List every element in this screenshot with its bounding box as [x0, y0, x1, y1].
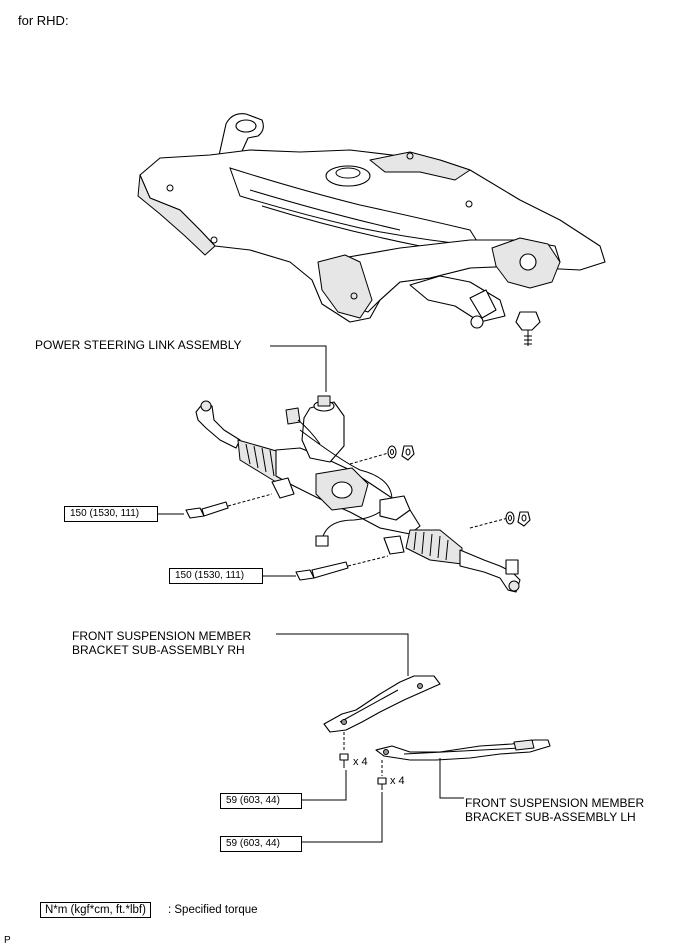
steering-link-label: POWER STEERING LINK ASSEMBLY — [35, 338, 242, 352]
bracket-rh-illustration — [323, 675, 441, 768]
front-suspension-crossmember-illustration — [137, 113, 606, 346]
rh-bracket-torque-box: 59 (603, 44) — [220, 793, 302, 809]
lh-bracket-quantity: x 4 — [390, 775, 405, 787]
bracket-rh-leader-line — [276, 633, 409, 676]
upper-mount-bolt-illustration — [185, 493, 273, 519]
lower-nut-washer-illustration — [469, 511, 531, 529]
legend-unit-box: N*m (kgf*cm, ft.*lbf) — [40, 902, 151, 918]
bracket-rh-label-line2: BRACKET SUB-ASSEMBLY RH — [72, 643, 245, 657]
bracket-lh-label-line2: BRACKET SUB-ASSEMBLY LH — [465, 810, 636, 824]
page-heading: for RHD: — [18, 13, 69, 28]
bracket-lh-label-line1: FRONT SUSPENSION MEMBER — [465, 796, 645, 810]
power-steering-link-illustration — [195, 395, 521, 593]
upper-nut-washer-illustration — [349, 445, 415, 465]
bracket-rh-label-line1: FRONT SUSPENSION MEMBER — [72, 629, 252, 643]
lh-bracket-bolt-leader — [300, 792, 383, 843]
bracket-lh-leader-line — [439, 758, 464, 799]
lower-bolt-torque-box: 150 (1530, 111) — [169, 568, 263, 584]
rh-bracket-quantity: x 4 — [353, 756, 368, 768]
corner-mark: P — [4, 935, 11, 946]
lh-bracket-torque-box: 59 (603, 44) — [220, 836, 302, 852]
lower-mount-bolt-illustration — [295, 555, 389, 581]
upper-bolt-torque-box: 150 (1530, 111) — [64, 506, 158, 522]
legend-meaning: : Specified torque — [168, 904, 258, 916]
rh-bracket-bolt-leader — [300, 770, 347, 801]
bracket-lh-illustration — [375, 739, 551, 790]
steering-link-leader-line — [270, 345, 327, 392]
